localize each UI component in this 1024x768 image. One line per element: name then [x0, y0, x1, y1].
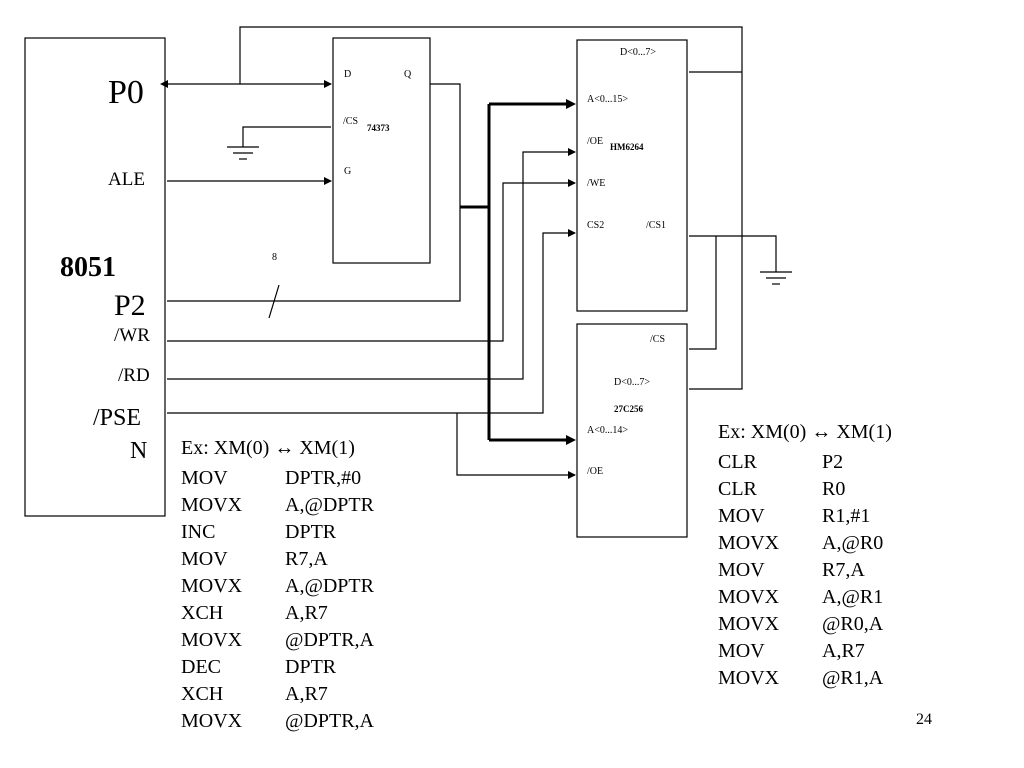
page-number: 24 — [916, 711, 932, 728]
code-line-op: MOVX — [181, 575, 243, 597]
ram-cs1-ground-wire — [689, 235, 777, 272]
code-line-arg: A,R7 — [285, 683, 328, 705]
psen-wire — [167, 229, 576, 414]
code-line-arg: DPTR — [285, 521, 337, 543]
code-line-op: MOVX — [181, 494, 243, 516]
code-line-op: CLR — [718, 478, 757, 500]
psen-label-line2: N — [130, 438, 148, 464]
latch-q-wire — [430, 83, 461, 207]
code-line-op: XCH — [181, 602, 224, 624]
bus-width-label: 8 — [272, 252, 277, 263]
latch-cs-label: /CS — [343, 116, 359, 127]
rom-cs-label: /CS — [650, 334, 666, 345]
code-line-arg: R7,A — [285, 548, 328, 570]
code-line-arg: A,@DPTR — [285, 494, 374, 516]
latch-d-label: D — [344, 69, 352, 80]
ram-we-label: /WE — [587, 178, 606, 189]
rom-addr-label: A<0...14> — [587, 425, 629, 436]
code-line-op: MOVX — [718, 613, 780, 635]
bus-width-slash — [268, 284, 280, 319]
rd-label: /RD — [118, 365, 150, 386]
code-line-arg: @DPTR,A — [285, 710, 374, 732]
code-line-arg: R7,A — [822, 559, 865, 581]
ram-cs2-label: CS2 — [587, 220, 605, 231]
code-line-arg: @R1,A — [822, 667, 884, 689]
latch-q-label: Q — [404, 69, 412, 80]
p2-wire — [167, 207, 461, 302]
rom-27c256-box — [576, 323, 688, 538]
code-line-arg: A,R7 — [285, 602, 328, 624]
code-line-arg: A,@DPTR — [285, 575, 374, 597]
code-right-args: P2 R0 R1,#1 A,@R0 R7,A A,@R1 @R0,A A,R7 … — [822, 449, 883, 692]
p0-data-bus-wire — [239, 26, 743, 390]
code-left-args: DPTR,#0 A,@DPTR DPTR R7,A A,@DPTR A,R7 @… — [285, 465, 374, 735]
code-line-op: MOV — [718, 505, 765, 527]
code-line-arg: A,R7 — [822, 640, 865, 662]
rom-oe-wire — [456, 413, 576, 479]
code-line-arg: A,@R1 — [822, 586, 884, 608]
code-right-title: Ex: XM(0) ↔ XM(1) — [718, 421, 892, 443]
code-line-arg: DPTR,#0 — [285, 467, 362, 489]
p2-label: P2 — [114, 289, 146, 322]
latch-cs-ground-wire — [242, 126, 331, 147]
code-line-arg: P2 — [822, 451, 844, 473]
rd-wire — [167, 148, 576, 380]
code-line-op: MOV — [181, 467, 228, 489]
latch-74373-box — [332, 37, 431, 264]
mcu-name: 8051 — [60, 252, 116, 283]
psen-label-line1: /PSE — [93, 405, 142, 431]
code-line-op: MOV — [718, 640, 765, 662]
code-line-op: MOV — [181, 548, 228, 570]
rom-oe-label: /OE — [587, 466, 604, 477]
code-line-op: MOVX — [718, 586, 780, 608]
code-line-op: MOVX — [718, 667, 780, 689]
code-line-op: XCH — [181, 683, 224, 705]
code-line-arg: R1,#1 — [822, 505, 871, 527]
rom-data-label: D<0...7> — [614, 377, 651, 388]
code-left-ops: MOV MOVX INC MOV MOVX XCH MOVX DEC XCH M… — [181, 465, 242, 735]
code-left-title: Ex: XM(0) ↔ XM(1) — [181, 437, 355, 459]
code-line-arg: @DPTR,A — [285, 629, 374, 651]
ram-oe-label: /OE — [587, 136, 604, 147]
ram-addr-label: A<0...15> — [587, 94, 629, 105]
code-line-op: CLR — [718, 451, 757, 473]
wr-label: /WR — [114, 325, 150, 346]
code-line-op: MOVX — [718, 532, 780, 554]
code-line-op: MOVX — [181, 629, 243, 651]
ram-data-label: D<0...7> — [620, 47, 657, 58]
ram-cs1-label: /CS1 — [646, 220, 667, 231]
latch-part-label: 74373 — [367, 123, 390, 133]
ram-part-label: HM6264 — [610, 142, 644, 152]
rom-cs-wire — [689, 236, 717, 350]
p0-label: P0 — [108, 74, 144, 111]
code-line-arg: A,@R0 — [822, 532, 884, 554]
ale-label: ALE — [108, 169, 145, 190]
code-line-op: MOVX — [181, 710, 243, 732]
latch-g-label: G — [344, 166, 352, 177]
code-right-ops: CLR CLR MOV MOVX MOV MOVX MOVX MOV MOVX — [718, 449, 779, 692]
code-line-arg: @R0,A — [822, 613, 884, 635]
ram-hm6264-box — [576, 39, 688, 312]
code-line-arg: DPTR — [285, 656, 337, 678]
rom-part-label: 27C256 — [614, 404, 643, 414]
wr-wire — [167, 179, 576, 342]
mcu-8051-box — [24, 37, 166, 517]
code-line-op: MOV — [718, 559, 765, 581]
code-line-op: DEC — [181, 656, 221, 678]
code-line-op: INC — [181, 521, 216, 543]
code-line-arg: R0 — [822, 478, 846, 500]
